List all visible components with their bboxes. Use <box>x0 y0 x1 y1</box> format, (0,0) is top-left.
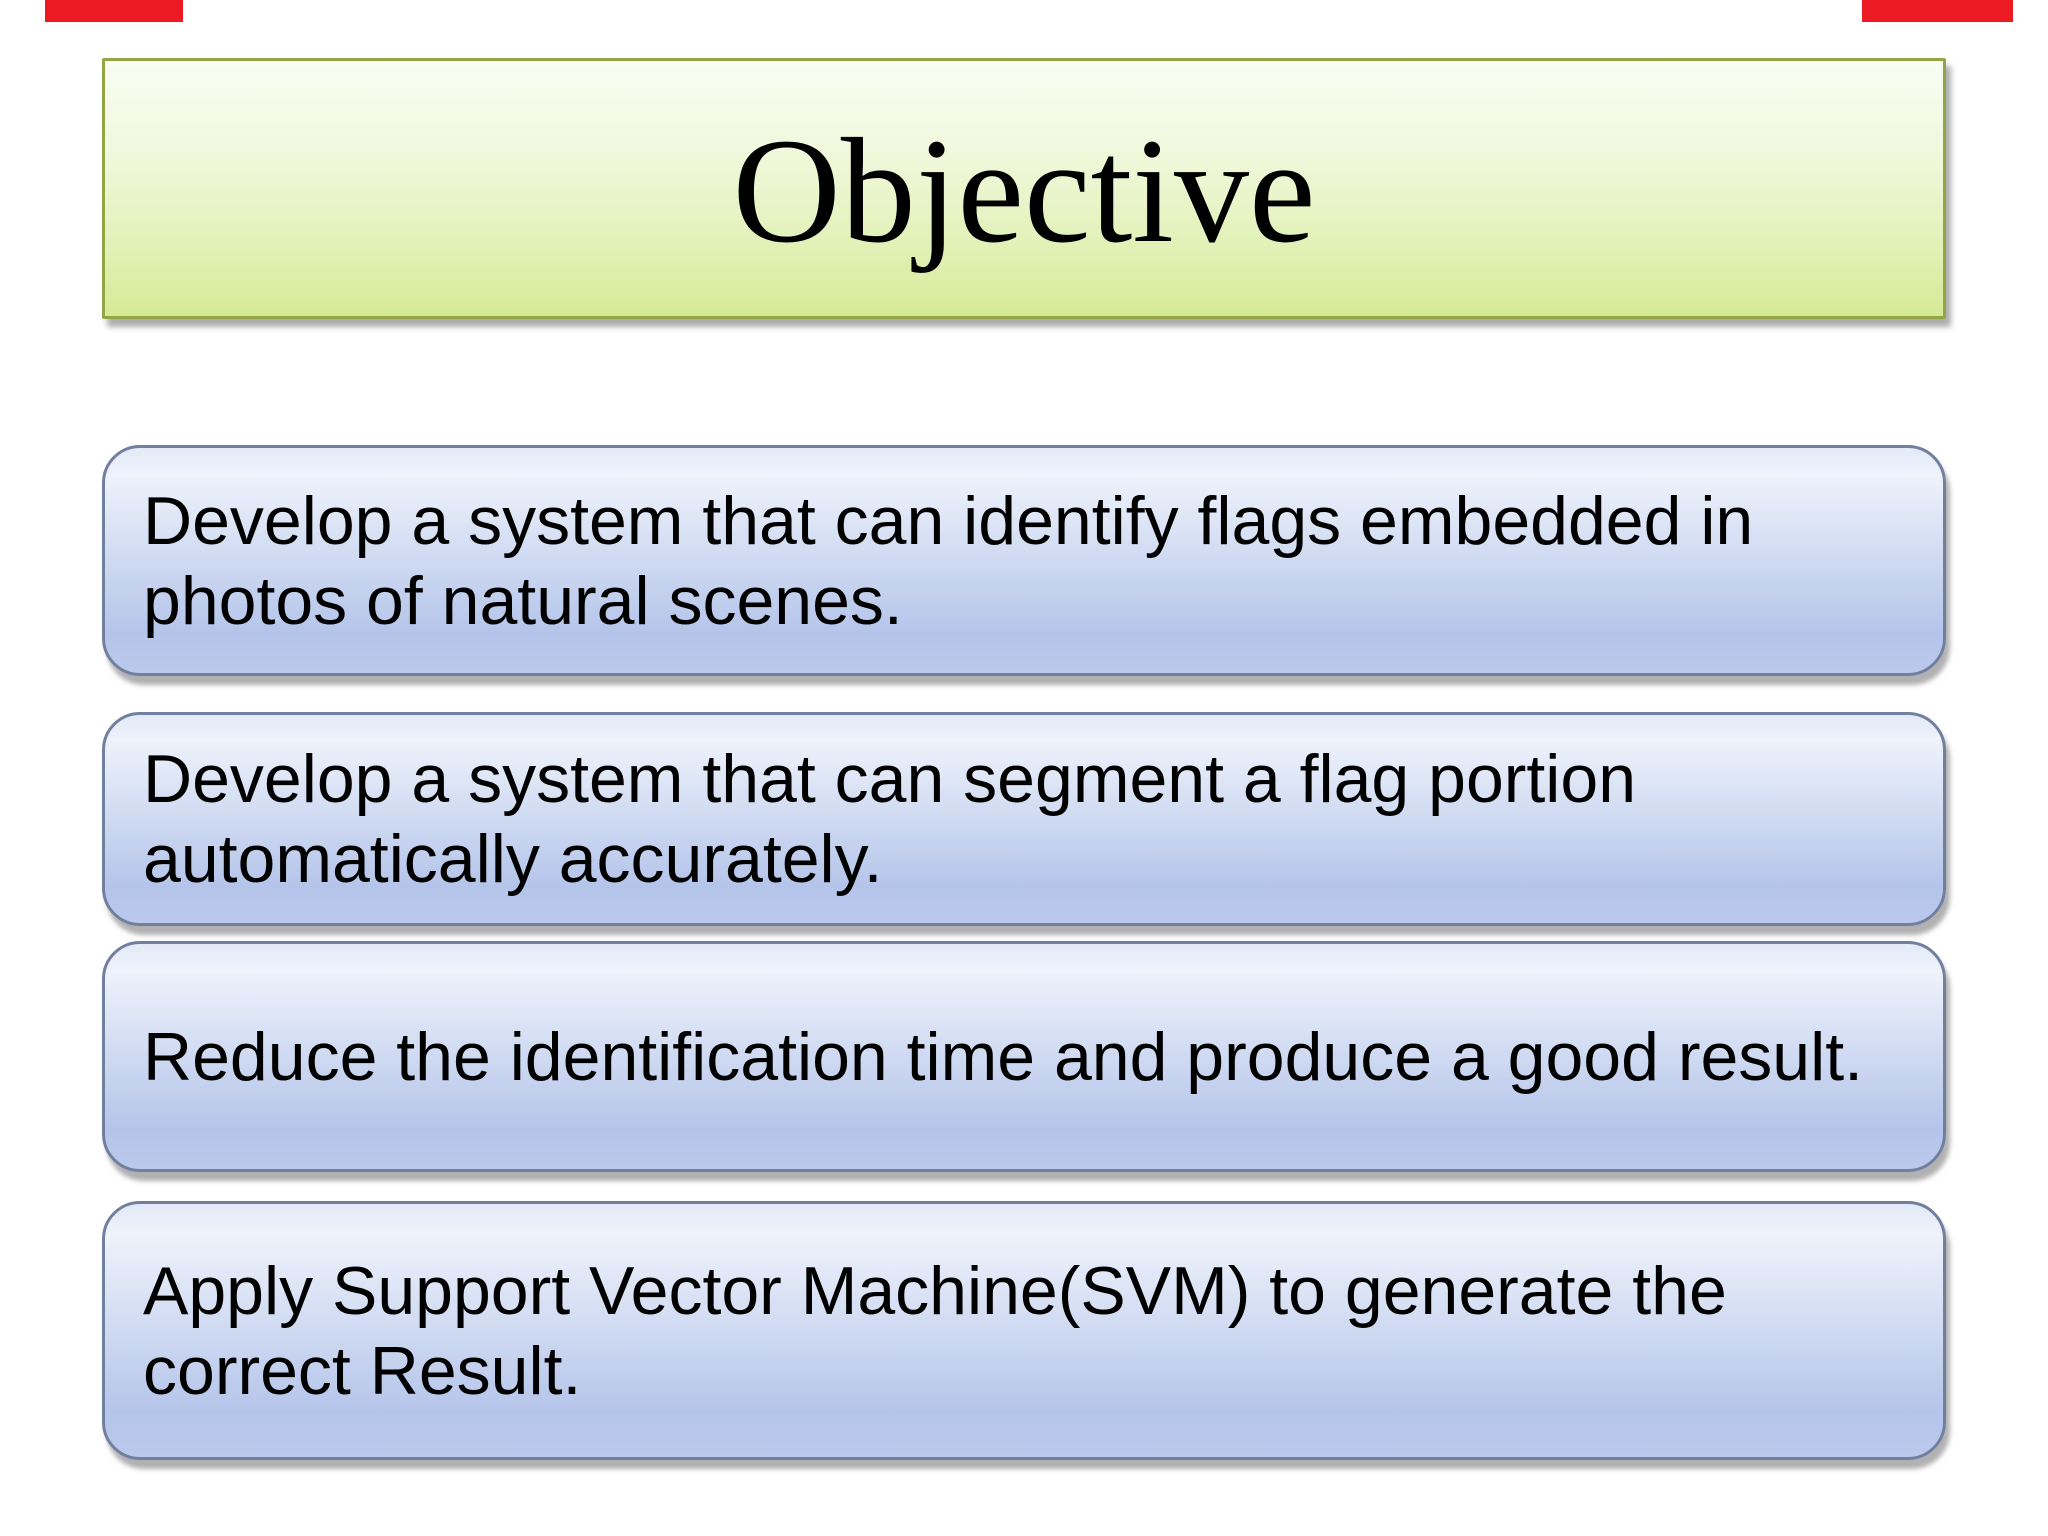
objective-text-3: Reduce the identification time and produ… <box>143 1018 1863 1095</box>
objective-text-1: Develop a system that can identify flags… <box>143 482 1754 639</box>
page-title: Objective <box>732 107 1316 274</box>
objective-text-2: Develop a system that can segment a flag… <box>143 741 1637 897</box>
objective-item-1: Develop a system that can identify flags… <box>102 445 1946 676</box>
slide-title-box: Objective <box>102 58 1946 319</box>
red-marker-bar-left <box>45 0 183 22</box>
objective-item-3: Reduce the identification time and produ… <box>102 941 1946 1172</box>
red-marker-bar-right <box>1862 0 2013 22</box>
objective-item-4: Apply Support Vector Machine(SVM) to gen… <box>102 1201 1946 1460</box>
objective-text-4: Apply Support Vector Machine(SVM) to gen… <box>143 1252 1727 1409</box>
objective-item-2: Develop a system that can segment a flag… <box>102 712 1946 926</box>
